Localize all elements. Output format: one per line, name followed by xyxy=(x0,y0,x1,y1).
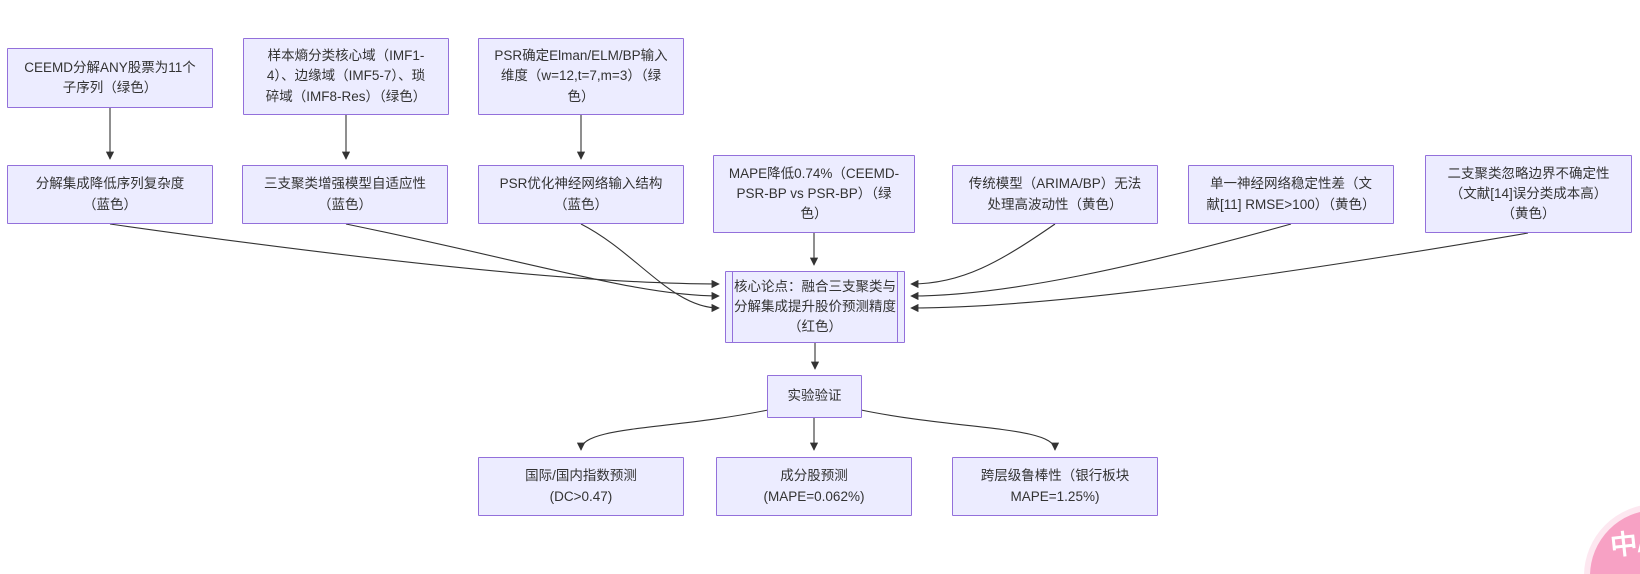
node-constituent-prediction: 成分股预测 (MAPE=0.062%) xyxy=(716,457,912,516)
node-experiment-validation: 实验验证 xyxy=(767,375,862,418)
node-ceemd-decompose: CEEMD分解ANY股票为11个 子序列（绿色） xyxy=(7,48,213,108)
edge-experiment-to-robustness xyxy=(860,409,1060,451)
translate-widget-button[interactable]: 中A xyxy=(1590,510,1640,574)
node-decomposition-complexity: 分解集成降低序列复杂度 （蓝色） xyxy=(7,165,213,224)
translate-widget-label: 中A xyxy=(1608,526,1640,562)
node-sample-entropy: 样本熵分类核心域（IMF1- 4）、边缘域（IMF5-7）、琐 碎域（IMF8-… xyxy=(243,38,449,115)
node-traditional-model-limit: 传统模型（ARIMA/BP）无法 处理高波动性（黄色） xyxy=(952,165,1158,224)
node-twoway-clustering-limit: 二支聚类忽略边界不确定性 （文献[14]误分类成本高） （黄色） xyxy=(1425,155,1632,233)
node-psr-structure: PSR优化神经网络输入结构 （蓝色） xyxy=(478,165,684,224)
edge-traditional-to-core xyxy=(910,223,1056,289)
edge-twoway-to-core xyxy=(910,232,1529,313)
node-core-thesis: 核心论点：融合三支聚类与 分解集成提升股价预测精度 （红色） xyxy=(725,271,905,343)
node-crosslevel-robustness: 跨层级鲁棒性（银行板块 MAPE=1.25%) xyxy=(952,457,1158,516)
edge-adaptivity-to-core xyxy=(345,223,720,301)
node-psr-input-dimension: PSR确定Elman/ELM/BP输入 维度（w=12,t=7,m=3）（绿 色… xyxy=(478,38,684,115)
node-mape-improvement: MAPE降低0.74%（CEEMD- PSR-BP vs PSR-BP）（绿 色… xyxy=(713,155,915,233)
node-single-nn-instability: 单一神经网络稳定性差（文 献[11] RMSE>100）（黄色） xyxy=(1188,165,1394,224)
edge-singlenn-to-core xyxy=(910,223,1292,301)
edge-psrstructure-to-core xyxy=(580,223,720,313)
edge-experiment-to-indexpred xyxy=(576,409,769,451)
node-threeway-adaptivity: 三支聚类增强模型自适应性 （蓝色） xyxy=(242,165,448,224)
edge-complexity-to-core xyxy=(109,223,720,289)
node-index-prediction: 国际/国内指数预测 (DC>0.47) xyxy=(478,457,684,516)
